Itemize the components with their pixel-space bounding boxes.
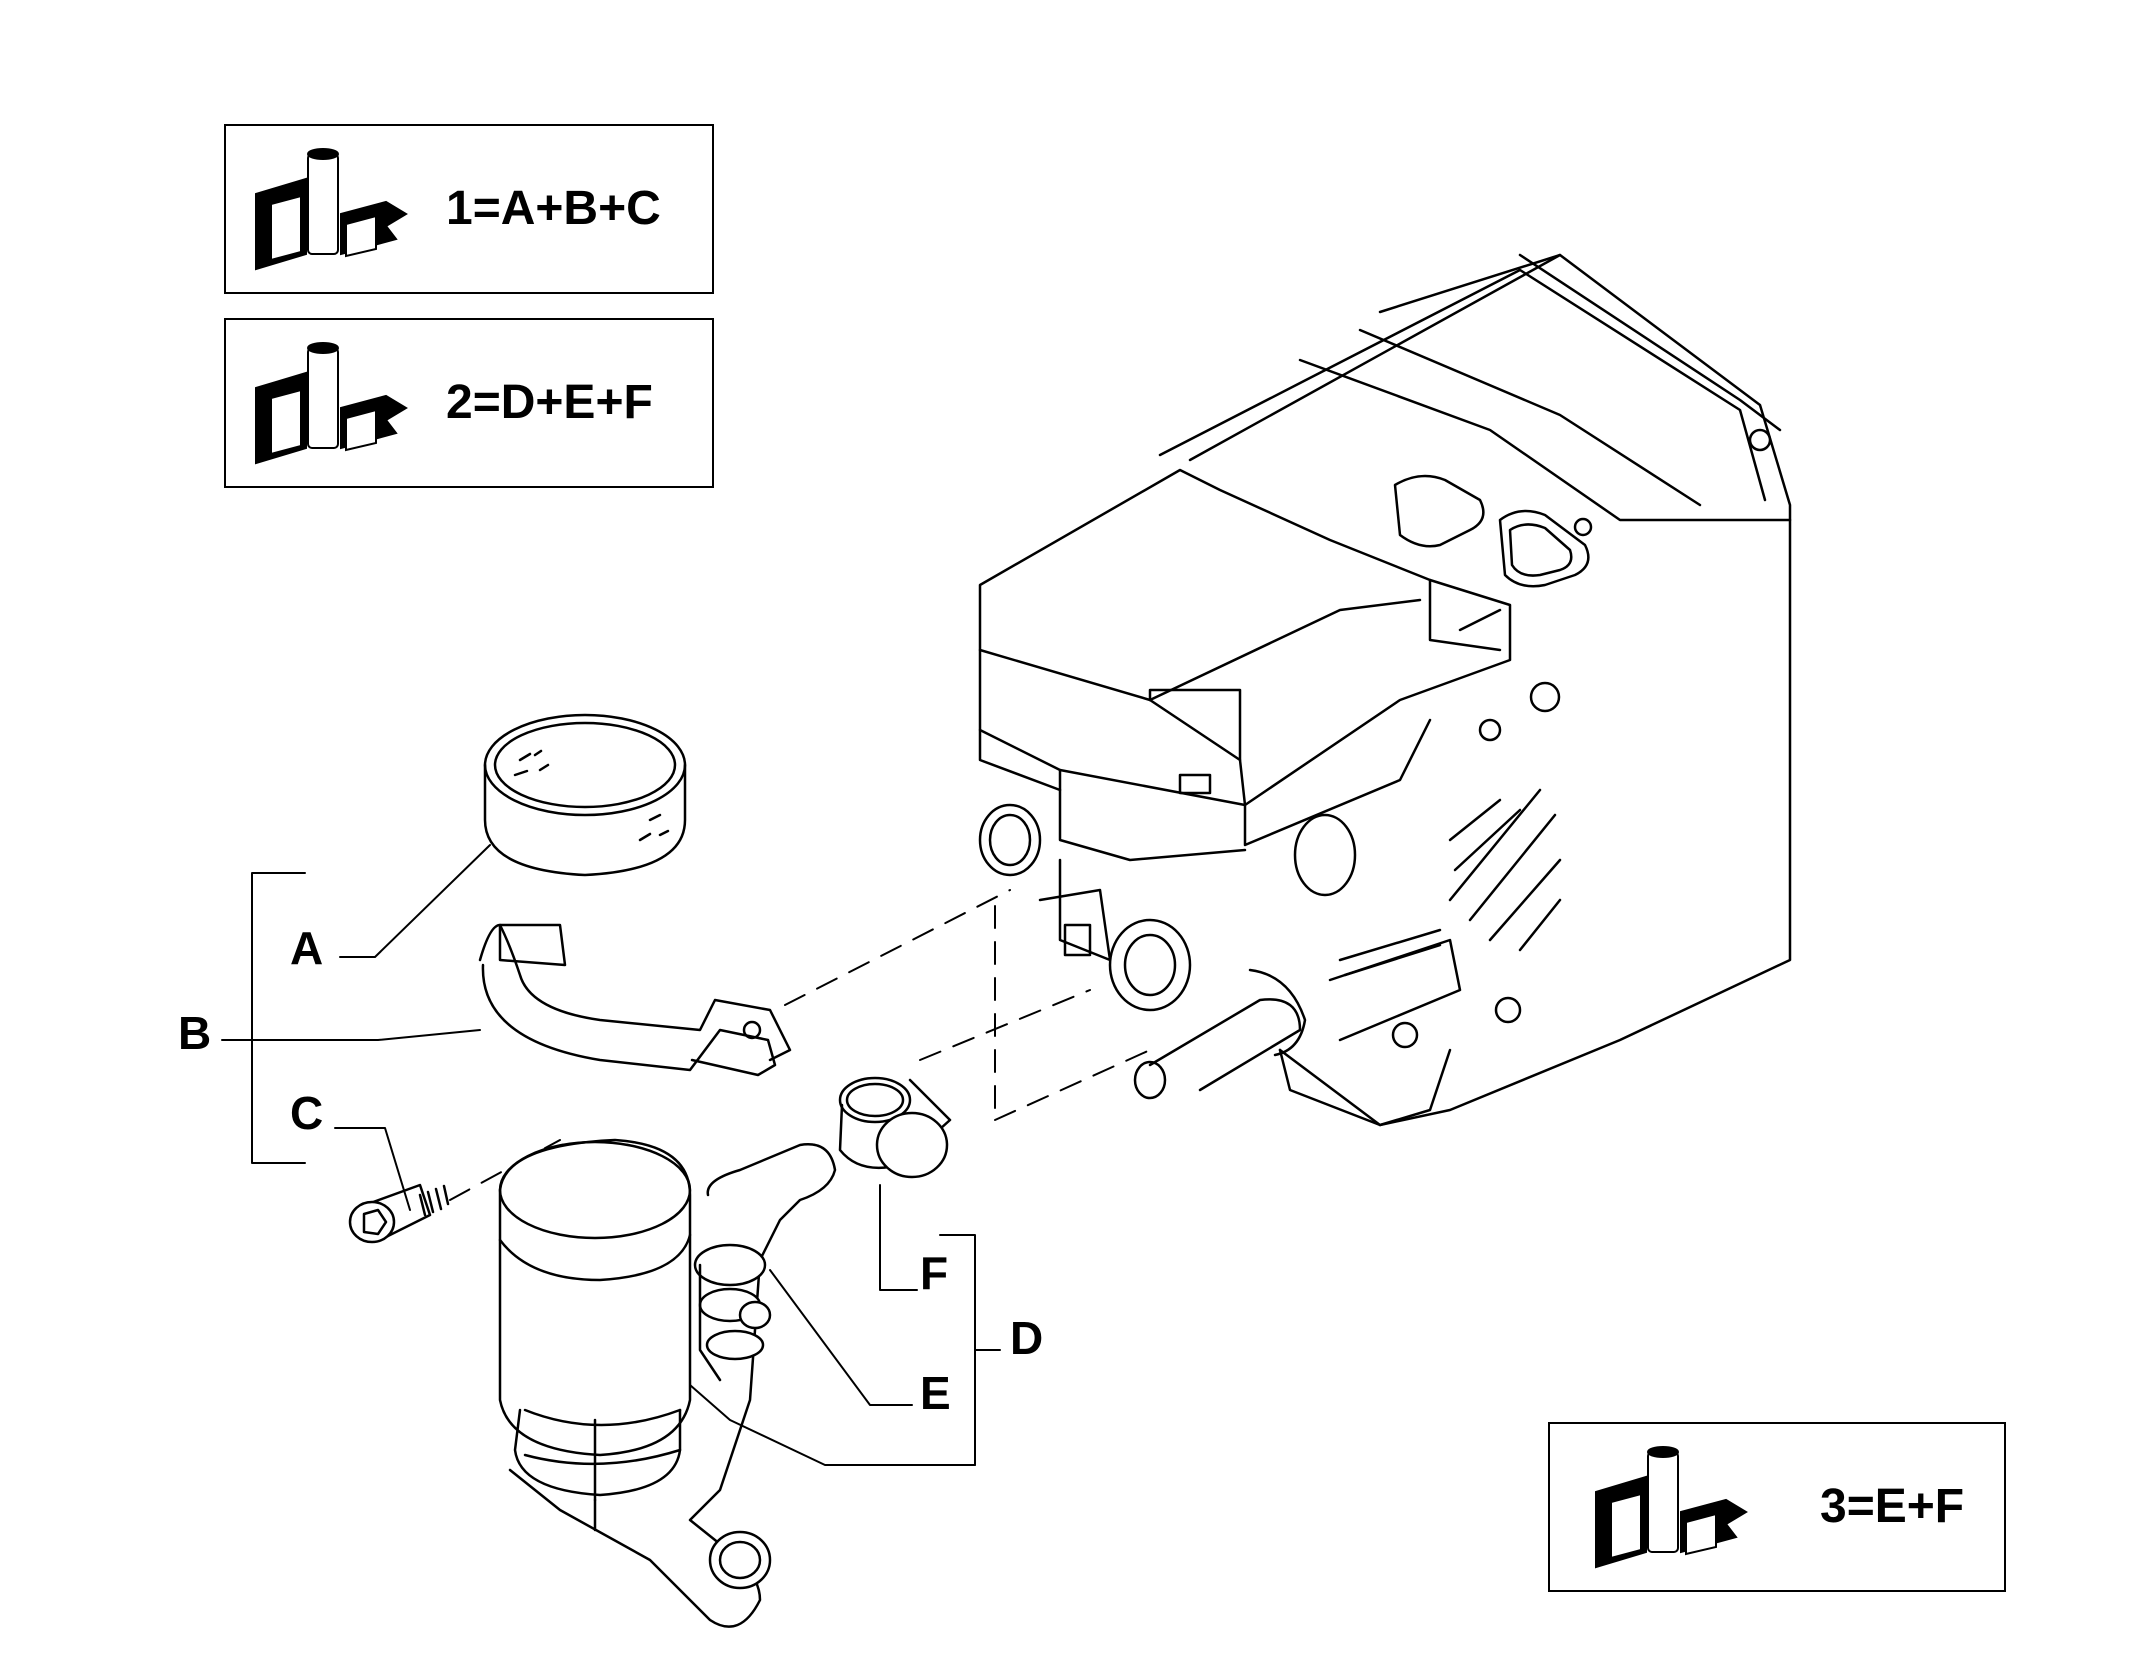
kit-box-3: 3=E+F (1548, 1422, 2006, 1592)
fiat-kit-icon (255, 342, 408, 465)
kit-formula-3: 3=E+F (1820, 1480, 1965, 1533)
part-D-pump (498, 1138, 837, 1628)
callout-B: B (178, 1007, 212, 1059)
part-A-ring (483, 713, 687, 877)
part-C-screw (348, 1183, 450, 1244)
callout-leaders (221, 844, 1001, 1466)
part-B-strap (478, 923, 792, 1077)
kit-formula-1: 1=A+B+C (446, 182, 661, 235)
callout-E: E (920, 1367, 951, 1419)
callout-D: D (1010, 1312, 1044, 1364)
fiat-kit-icon (1595, 1446, 1748, 1569)
kit-box-2: 2=D+E+F (224, 318, 714, 488)
kit-formula-2: 2=D+E+F (446, 376, 653, 429)
callout-F: F (920, 1247, 949, 1299)
kit-box-1: 1=A+B+C (224, 124, 714, 294)
callout-C: C (290, 1087, 324, 1139)
heater-unit (978, 253, 1792, 1127)
fiat-kit-icon (255, 148, 408, 271)
callout-A: A (290, 922, 324, 974)
part-F-sleeve (838, 1076, 952, 1179)
